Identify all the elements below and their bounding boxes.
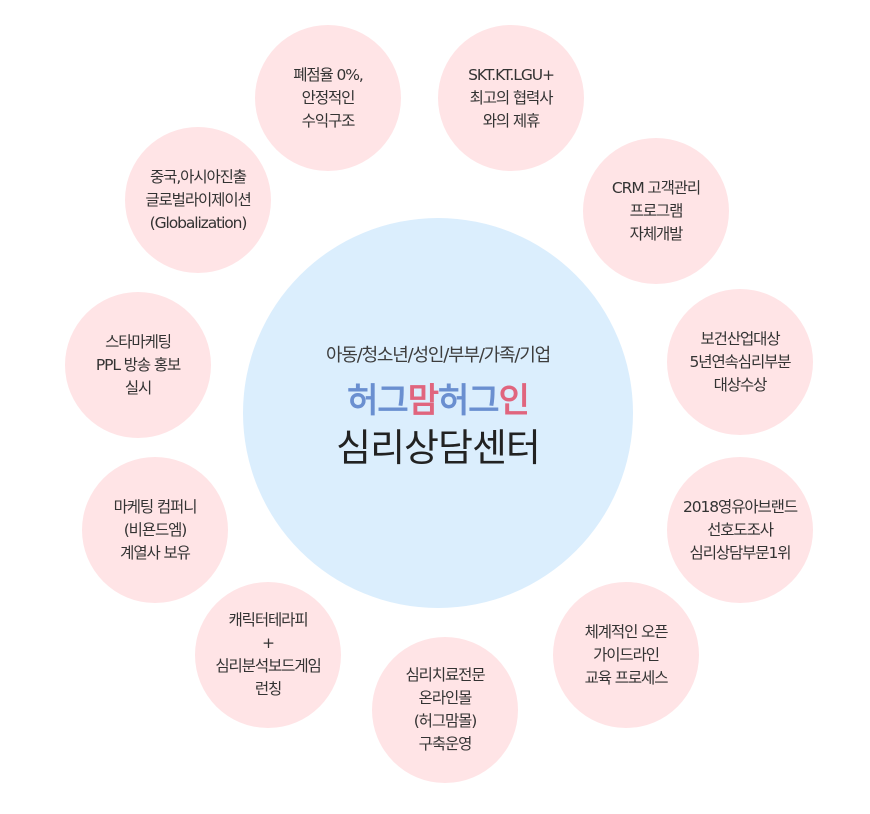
brand-part: 맘 (407, 381, 439, 421)
node-line: 안정적인 (301, 88, 356, 107)
node-line: 온라인몰 (418, 689, 473, 707)
brand-part: 허그 (438, 381, 500, 421)
node-line: 보건산업대상 (700, 329, 781, 348)
node-character-therapy: 캐릭터테라피 + 심리분석보드게임 런칭 (195, 582, 341, 728)
node-line: 계열사 보유 (120, 543, 191, 562)
node-line: 2018영유아브랜드 (682, 497, 798, 516)
node-crm: CRM 고객관리 프로그램 자체개발 (583, 138, 729, 284)
node-line: (허그맘몰) (413, 712, 478, 730)
node-line: CRM 고객관리 (611, 178, 701, 197)
node-line: 실시 (124, 378, 152, 397)
node-line: PPL 방송 홍보 (95, 355, 181, 374)
node-brand-preference: 2018영유아브랜드 선호도조사 심리상담부문1위 (667, 457, 813, 603)
node-line: 마케팅 컴퍼니 (113, 497, 198, 516)
node-line: 심리분석보드게임 (215, 657, 321, 675)
node-star-marketing: 스타마케팅 PPL 방송 홍보 실시 (65, 292, 211, 438)
node-line: 심리치료전문 (405, 666, 486, 684)
brand-part: 인 (498, 381, 530, 421)
node-line: 수익구조 (301, 111, 356, 130)
node-line: (비욘드엠) (123, 520, 188, 539)
node-line: 자체개발 (629, 224, 684, 243)
brand-part: 허그 (347, 381, 409, 421)
center-title: 심리상담센터 (336, 426, 541, 470)
node-guideline: 체계적인 오픈 가이드라인 교육 프로세스 (553, 582, 699, 728)
node-line: 캐릭터테라피 (228, 611, 309, 629)
node-marketing-company: 마케팅 컴퍼니 (비욘드엠) 계열사 보유 (82, 457, 228, 603)
node-line: 심리상담부문1위 (689, 543, 792, 562)
node-line: 대상수상 (713, 375, 768, 394)
node-line: 글로벌라이제이션 (145, 190, 251, 209)
node-line: 가이드라인 (593, 645, 660, 664)
node-line: + (262, 634, 275, 652)
center-subtitle: 아동/청소년/성인/부부/가족/기업 (325, 345, 551, 366)
node-line: 구축운영 (418, 735, 473, 753)
node-line: SKT.KT.LGU+ (468, 65, 555, 84)
node-online-mall: 심리치료전문 온라인몰 (허그맘몰) 구축운영 (372, 637, 518, 783)
node-line: 와의 제휴 (482, 111, 541, 130)
node-line: 중국,아시아진출 (150, 167, 247, 186)
node-line: 스타마케팅 (105, 332, 172, 351)
node-health-award: 보건산업대상 5년연속심리부분 대상수상 (667, 289, 813, 435)
node-line: 교육 프로세스 (584, 668, 669, 687)
node-line: 최고의 협력사 (469, 88, 554, 107)
node-line: 프로그램 (629, 201, 684, 220)
center-circle: 아동/청소년/성인/부부/가족/기업 허그맘허그인 심리상담센터 (243, 218, 633, 608)
brand-name: 허그맘허그인 (347, 381, 530, 421)
node-globalization: 중국,아시아진출 글로벌라이제이션 (Globalization) (125, 127, 271, 273)
node-line: (Globalization) (149, 213, 248, 232)
node-line: 선호도조사 (707, 520, 774, 539)
node-line: 폐점율 0%, (293, 65, 364, 84)
node-line: 체계적인 오픈 (584, 622, 669, 641)
node-line: 런칭 (254, 680, 282, 698)
node-zero-closure: 폐점율 0%, 안정적인 수익구조 (255, 25, 401, 171)
node-line: 5년연속심리부분 (689, 352, 792, 371)
node-telecom-partnership: SKT.KT.LGU+ 최고의 협력사 와의 제휴 (438, 25, 584, 171)
